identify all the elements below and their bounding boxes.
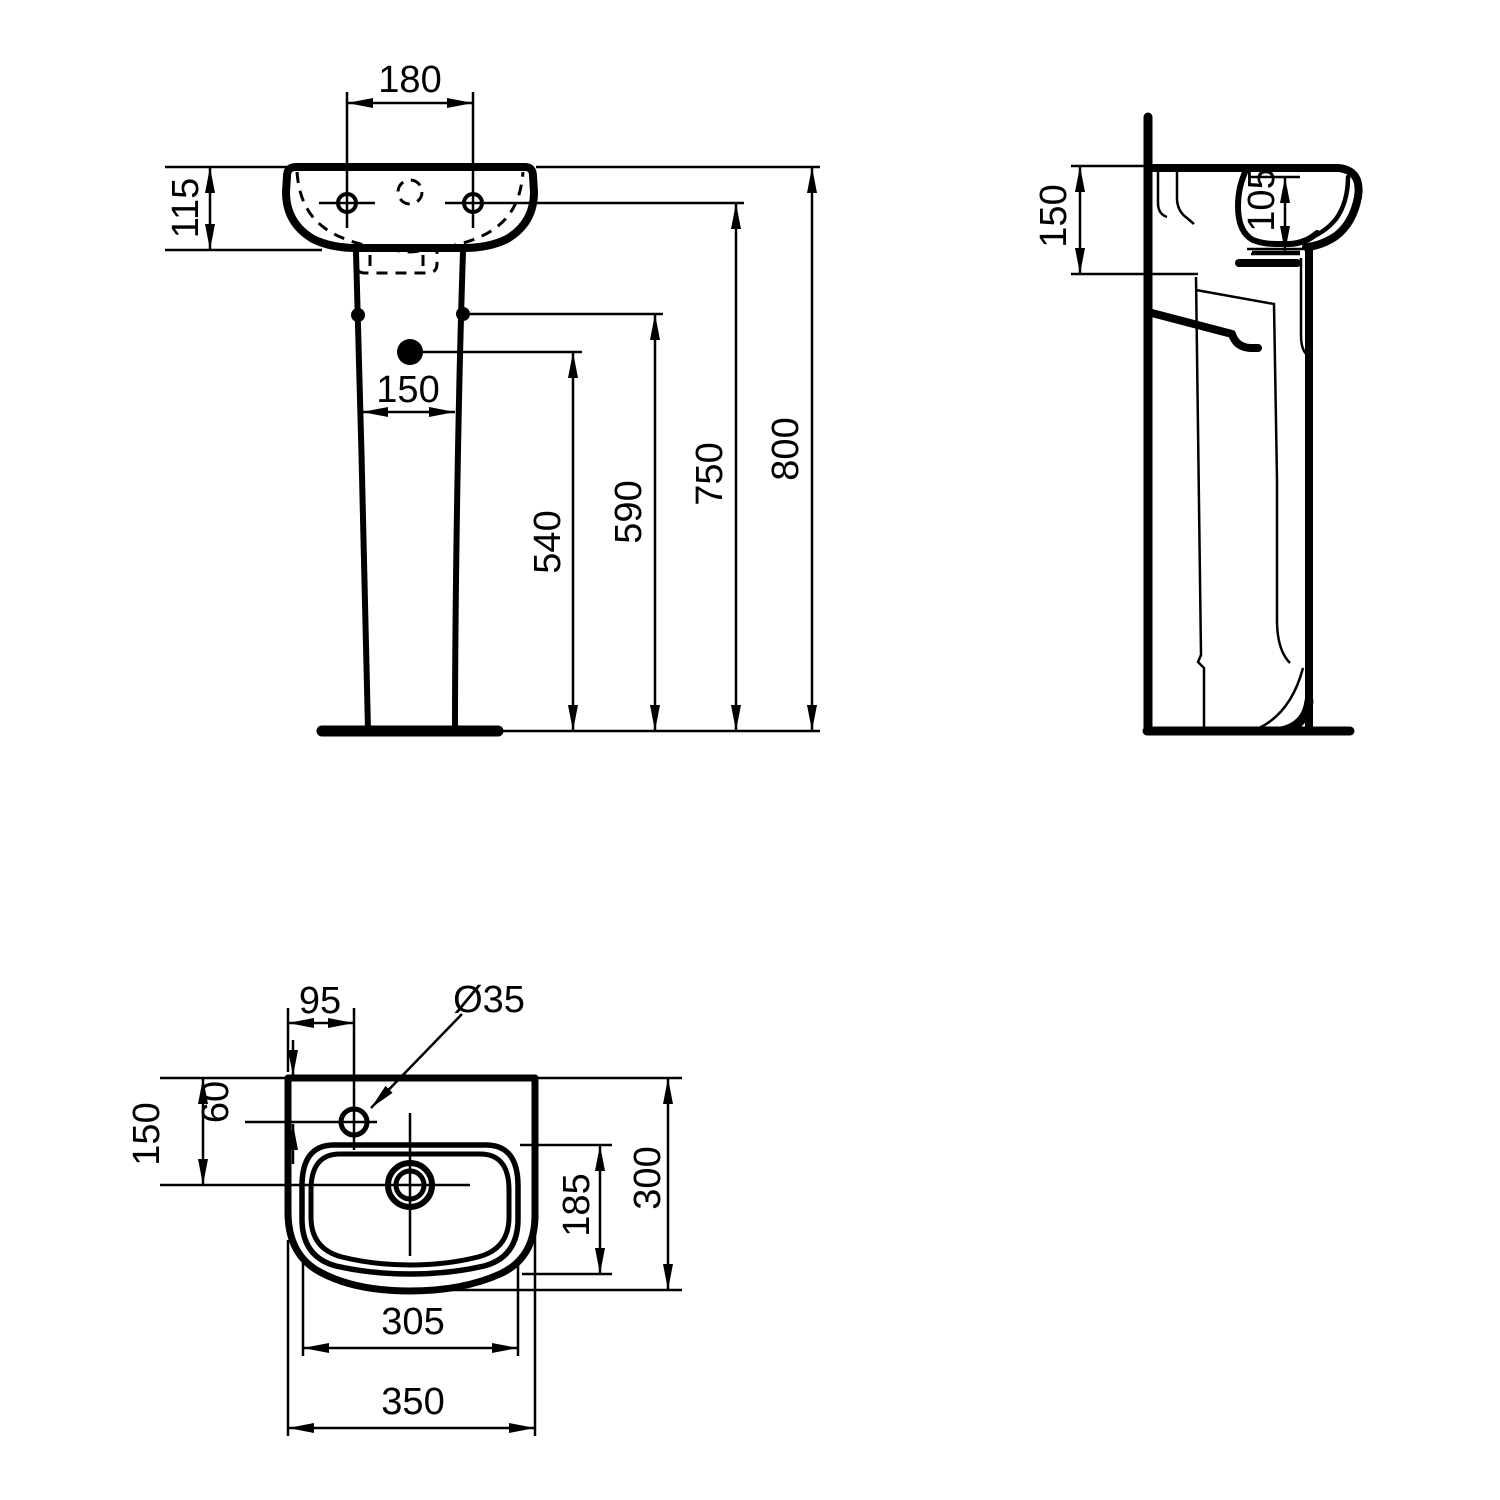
dim-text-tap-spacing: 180 — [378, 59, 441, 101]
front-dimension-lines — [205, 98, 817, 731]
basin-outline-front — [282, 163, 538, 252]
leader-tap-diameter — [370, 1013, 463, 1109]
dim-text-350: 350 — [381, 1381, 444, 1423]
bowl-cavity-profile — [1235, 165, 1320, 247]
side-view: 150 105 — [1033, 112, 1363, 736]
drain-outlet-dot — [397, 339, 423, 365]
front-view: 180 115 150 540 590 750 800 — [165, 59, 820, 737]
back-fixing-detail — [1156, 168, 1195, 225]
bowl-rim-hidden-arc — [295, 171, 525, 254]
dim-text-60: 60 — [195, 1081, 237, 1123]
top-dimension-lines — [198, 1018, 673, 1433]
dim-text-540: 540 — [527, 510, 569, 573]
dim-text-750: 750 — [689, 442, 731, 505]
dim-text-95: 95 — [299, 980, 341, 1022]
front-extension-lines — [165, 92, 820, 733]
top-extension-lines — [160, 1008, 682, 1436]
pedestal-bottom-curve-thin — [1251, 667, 1305, 733]
dim-text-300: 300 — [627, 1146, 669, 1209]
pedestal-left-edge — [353, 249, 371, 733]
fixing-hole-left-dot — [351, 308, 365, 322]
basin-underside — [1144, 308, 1262, 352]
dim-text-pedestal-width: 150 — [376, 369, 439, 411]
pedestal-front-inner — [1299, 258, 1310, 358]
drain-housing-hidden — [354, 252, 439, 275]
bowl-inner-top — [308, 1151, 512, 1268]
dim-text-basin-edge-height: 150 — [1033, 184, 1075, 247]
dim-text-800: 800 — [765, 417, 807, 480]
dim-text-tap-diameter: Ø35 — [453, 979, 525, 1021]
dim-text-basin-height: 115 — [165, 178, 207, 239]
pedestal-back-line — [1194, 276, 1206, 731]
dim-text-590: 590 — [608, 480, 650, 543]
pedestal-inner-contour — [1195, 288, 1291, 664]
basin-top-and-front-profile — [1144, 164, 1363, 251]
dim-text-305: 305 — [381, 1301, 444, 1343]
top-view: 95 Ø35 60 150 185 300 305 350 — [126, 979, 682, 1436]
dim-text-bowl-depth: 105 — [1241, 168, 1283, 231]
pedestal-bottom-curve-thick — [1276, 696, 1314, 736]
bowl-outer-top — [299, 1142, 521, 1277]
back-hook-1 — [1156, 168, 1168, 219]
drain-boss-lines — [1235, 247, 1303, 267]
back-hook-2 — [1175, 168, 1195, 225]
dim-text-150-top: 150 — [126, 1102, 168, 1165]
fixing-hole-right-dot — [456, 307, 470, 321]
dim-text-185: 185 — [556, 1173, 598, 1236]
overflow-hole-dashed — [396, 178, 424, 206]
basin-outline-top — [284, 1074, 539, 1295]
pedestal-right-edge — [452, 249, 466, 733]
